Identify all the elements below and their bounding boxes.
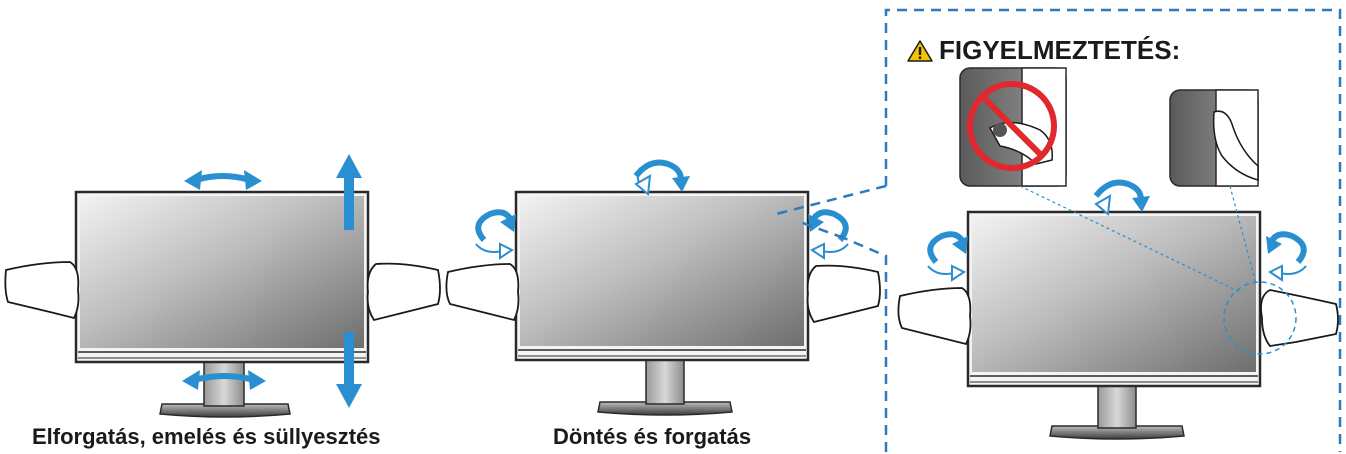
monitor-3-stand xyxy=(1097,385,1137,429)
monitor-1-base xyxy=(159,403,291,418)
caption-tilt-rotate: Döntés és forgatás xyxy=(553,424,752,449)
warning-panel xyxy=(775,8,1342,452)
monitor-2-stand xyxy=(645,359,685,405)
warning-triangle-icon xyxy=(907,39,933,62)
hand-left-icon xyxy=(445,263,520,322)
monitor-1-screen xyxy=(80,196,364,348)
rotate-arrow-right-icon xyxy=(808,209,849,260)
swivel-arrow-bottom-icon xyxy=(182,370,266,390)
monitor-2-base xyxy=(597,401,733,416)
warning-heading: FIGYELMEZTETÉS: xyxy=(907,35,1180,66)
prohibited-icon xyxy=(967,81,1057,171)
rotate-arrow-right-icon xyxy=(1266,231,1307,282)
correct-grip-detail xyxy=(1169,89,1259,187)
hand-right-icon xyxy=(1260,289,1339,347)
caption-swivel-lift: Elforgatás, emelés és süllyesztés xyxy=(32,424,381,449)
monitor-3-screen xyxy=(972,216,1256,372)
lift-arrow-up-icon xyxy=(336,154,362,230)
prohibited-grip-detail xyxy=(959,67,1067,187)
monitor-2 xyxy=(514,190,810,416)
monitor-1-stand xyxy=(203,361,245,407)
rotate-arrow-left-icon xyxy=(475,209,516,260)
monitor-1 xyxy=(74,190,370,418)
rotate-arrow-left-icon xyxy=(927,231,968,282)
grip-highlight-circle xyxy=(1223,281,1297,355)
hand-right-icon xyxy=(366,262,441,322)
swivel-arrow-top-icon xyxy=(193,173,253,183)
tilt-arrow-icon xyxy=(1093,179,1150,216)
hand-left-icon xyxy=(4,261,80,320)
hand-left-icon xyxy=(897,287,972,346)
warning-label: FIGYELMEZTETÉS: xyxy=(939,35,1181,65)
tilt-arrow-icon xyxy=(633,159,690,196)
monitor-3-base xyxy=(1049,425,1185,440)
monitor-2-screen xyxy=(520,196,804,346)
monitor-3 xyxy=(966,210,1262,440)
hand-right-icon xyxy=(806,264,881,324)
lower-arrow-down-icon xyxy=(336,332,362,408)
